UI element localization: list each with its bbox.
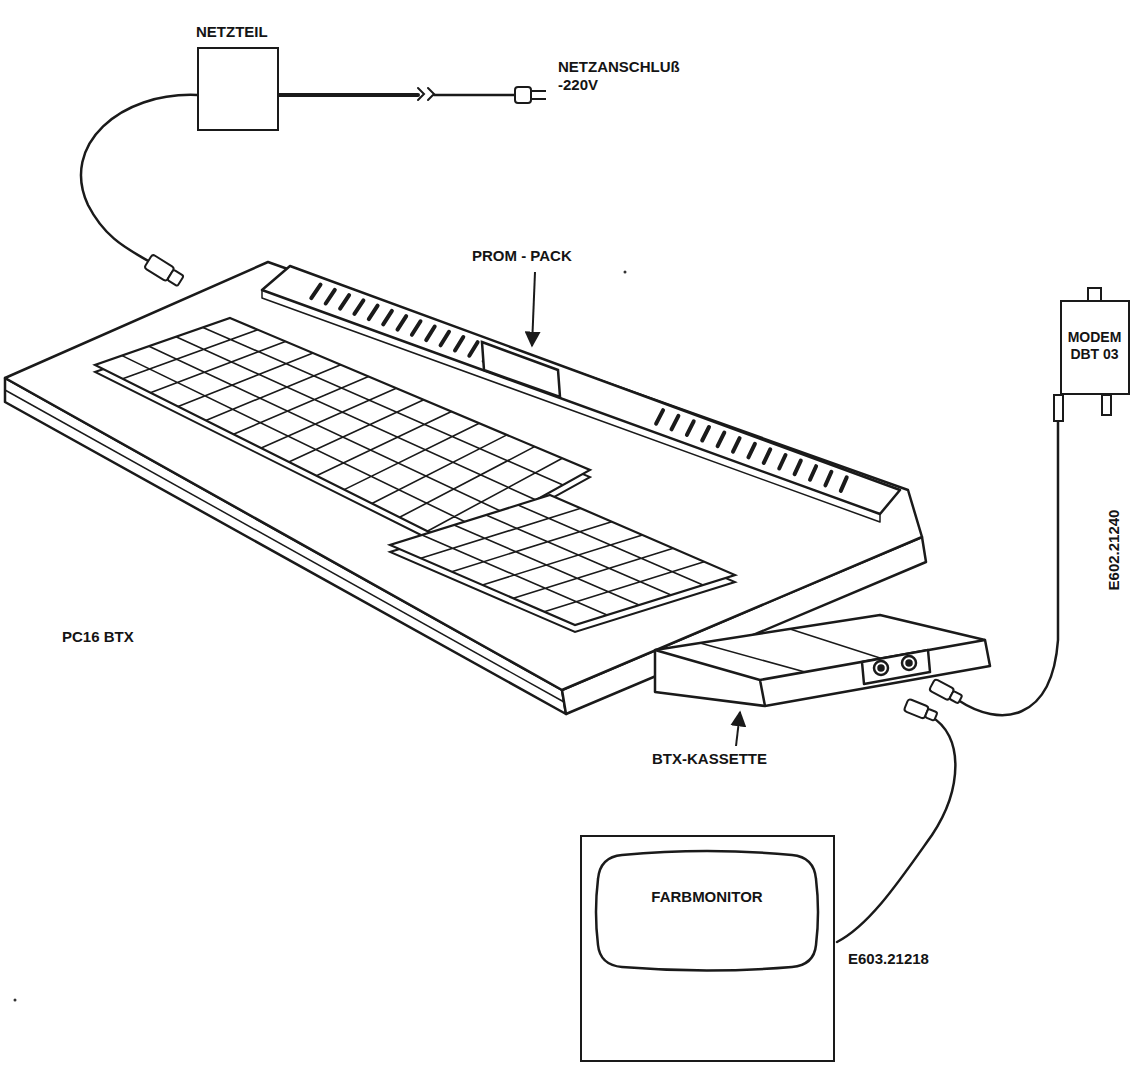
cable-number: E603.21218 bbox=[846, 950, 931, 968]
modem-plug bbox=[929, 679, 963, 706]
monitor-cable bbox=[837, 716, 955, 942]
speck bbox=[14, 999, 17, 1002]
vent-slot bbox=[426, 327, 435, 341]
part-label: BTX-KASSETTE bbox=[650, 750, 769, 768]
power-cable bbox=[81, 95, 197, 262]
plug-pins bbox=[531, 91, 546, 99]
socket bbox=[874, 661, 888, 675]
vent-slot bbox=[810, 466, 816, 480]
top-surface bbox=[5, 262, 922, 690]
speck bbox=[624, 271, 627, 274]
box-label: FARBMONITOR bbox=[651, 888, 762, 906]
socket bbox=[902, 656, 916, 670]
vent-slot bbox=[441, 332, 449, 346]
box-heading: NETZTEIL bbox=[196, 23, 268, 41]
vent-slot bbox=[779, 455, 785, 469]
vent-slot bbox=[340, 295, 349, 309]
modem-jack bbox=[1102, 395, 1111, 415]
vent-slot bbox=[702, 427, 709, 441]
main-keyboard-keys bbox=[122, 327, 563, 531]
vent-slot bbox=[733, 438, 740, 452]
mains-cord bbox=[434, 94, 516, 97]
monitor-screen bbox=[596, 851, 818, 971]
vent-slot bbox=[326, 290, 335, 304]
vent-slot bbox=[383, 311, 392, 325]
plug-tip bbox=[167, 270, 184, 287]
prom-pack bbox=[482, 342, 560, 397]
vent-slot bbox=[687, 421, 694, 435]
power-plug bbox=[144, 254, 185, 288]
plug-tip bbox=[925, 709, 938, 721]
numeric-keypad-keys bbox=[421, 505, 704, 615]
screen-outline bbox=[582, 837, 832, 1059]
device-label: PC16 BTX bbox=[60, 628, 136, 646]
socket-plate bbox=[862, 650, 930, 684]
vent-slot bbox=[841, 477, 847, 491]
monitor-plug bbox=[904, 699, 939, 723]
cord-break bbox=[418, 88, 434, 100]
mains-plug bbox=[515, 87, 546, 103]
mains-label: NETZANSCHLUß -220V bbox=[556, 58, 700, 94]
modem-jack bbox=[1054, 395, 1063, 421]
leader-line bbox=[532, 272, 535, 346]
mains-cord bbox=[279, 93, 418, 97]
vent-slot bbox=[398, 316, 407, 330]
cassette-groove bbox=[700, 629, 880, 672]
plug-tip bbox=[949, 691, 962, 704]
leader-line bbox=[736, 712, 740, 746]
vent-slot bbox=[825, 472, 831, 486]
vent-slot bbox=[718, 433, 725, 447]
vent-slot bbox=[748, 444, 755, 458]
vent-slot bbox=[412, 321, 421, 335]
numeric-keypad bbox=[390, 495, 735, 625]
btx-cassette bbox=[655, 615, 990, 706]
socket-pin bbox=[879, 666, 884, 671]
vent-slot bbox=[455, 337, 463, 351]
color-monitor: FARBMONITOR bbox=[580, 835, 835, 1062]
modem-box: MODEM DBT 03 bbox=[1060, 300, 1130, 395]
cable-number: E602.21240 bbox=[1105, 508, 1123, 593]
vent-slot bbox=[311, 285, 320, 299]
cassette-edge bbox=[655, 640, 985, 706]
part-label: PROM - PACK bbox=[470, 247, 574, 265]
vent-slot bbox=[354, 300, 363, 314]
vent-slot bbox=[656, 410, 663, 424]
vent-slot bbox=[672, 416, 679, 430]
socket-pin bbox=[907, 661, 912, 666]
vent-slot bbox=[369, 306, 378, 320]
modem-cable bbox=[958, 420, 1058, 715]
box-label: MODEM DBT 03 bbox=[1063, 329, 1127, 363]
vent-slot bbox=[764, 449, 770, 463]
plug-body bbox=[515, 87, 531, 103]
power-supply-box: NETZTEIL bbox=[197, 47, 279, 131]
vent-slot bbox=[469, 342, 477, 356]
vent-slot bbox=[795, 461, 801, 475]
